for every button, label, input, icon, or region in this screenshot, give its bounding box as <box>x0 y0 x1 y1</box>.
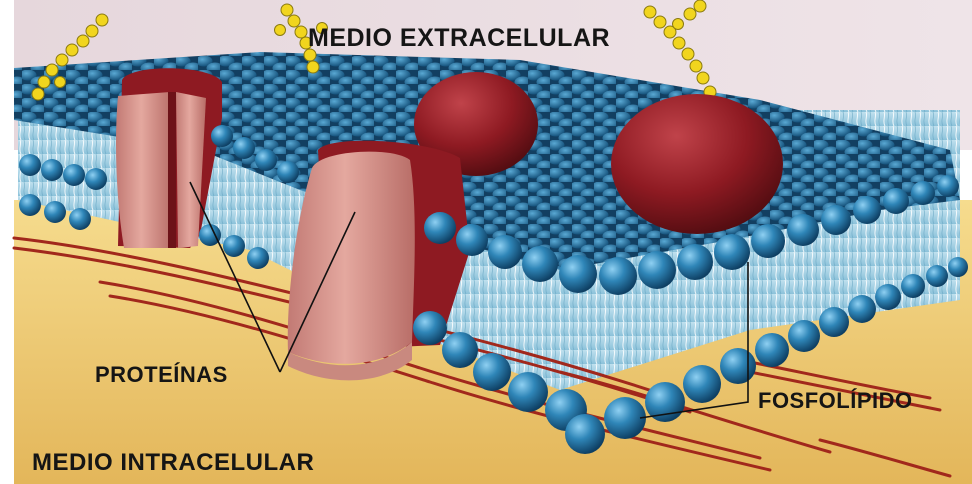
extracellular-label: MEDIO EXTRACELULAR <box>308 24 610 53</box>
phospholipid-label: FOSFOLÍPIDO <box>758 388 913 414</box>
proteins-label: PROTEÍNAS <box>95 362 228 388</box>
glycoprotein-dome <box>611 94 783 234</box>
intracellular-label: MEDIO INTRACELULAR <box>32 449 314 477</box>
